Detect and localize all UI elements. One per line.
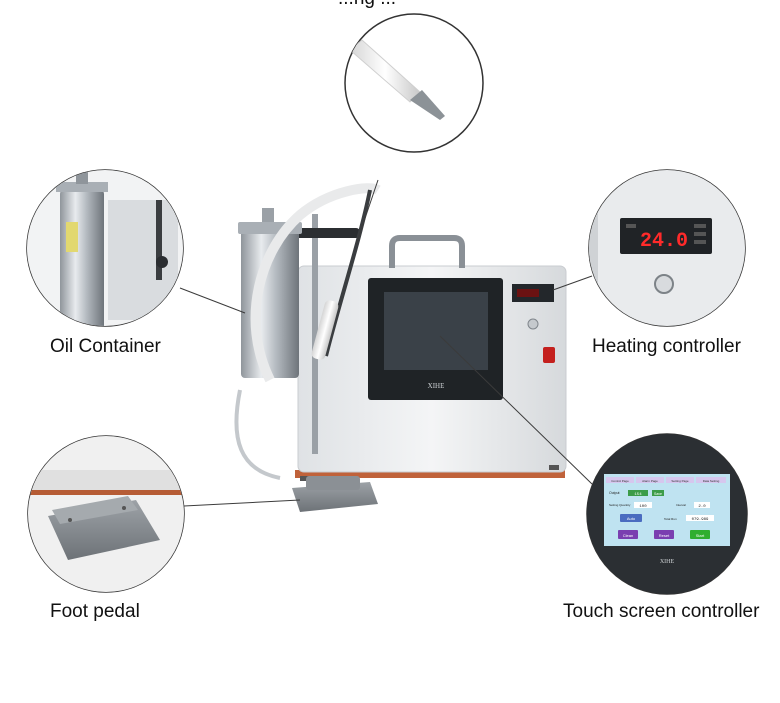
save-label: Save (654, 492, 662, 496)
carry-handle (389, 235, 465, 268)
closeup-border (344, 13, 484, 153)
spiral-hose (250, 183, 381, 383)
tab-setting-page (666, 477, 694, 483)
leader-lines (179, 179, 593, 507)
label-touch-screen-controller: Touch screen controller (563, 601, 760, 622)
machine-foot (549, 465, 559, 470)
reset-button (654, 530, 674, 539)
tab-label: Setting Page (671, 479, 689, 483)
closeup-strip (28, 490, 184, 495)
heating-controller-display (620, 218, 712, 254)
heater-led-small (517, 289, 539, 297)
label-top-partial: ...ng ... (338, 0, 396, 10)
start-label: Start (696, 533, 705, 538)
container-closeup-rod (156, 200, 162, 280)
tab-alarm-page (636, 477, 664, 483)
container-closeup-cap (76, 170, 88, 184)
clean-button (618, 530, 638, 539)
auto-button (620, 514, 642, 522)
tab-data-setting (696, 477, 726, 483)
auto-label: Auto (627, 516, 636, 521)
pedal-closeup-top (52, 496, 138, 524)
pedal-screw (68, 518, 72, 522)
reset-label: Reset (659, 533, 670, 538)
oil-container-closeup-circle (26, 169, 184, 327)
clean-label: Clean (623, 533, 633, 538)
nozzle-closeup-cable (345, 49, 351, 56)
foot-pedal-top (306, 476, 360, 490)
output-value: 154 (634, 493, 642, 497)
leader-line-touch (439, 335, 593, 485)
heating-controller-closeup-circle: 24.0 (588, 169, 746, 327)
indicator-dot (626, 224, 636, 228)
pedal-screw (122, 506, 126, 510)
tab-label: Data Setting (703, 479, 720, 483)
machine-knob (527, 318, 539, 330)
label-heating-controller: Heating controller (592, 336, 741, 357)
label-oil-container: Oil Container (50, 336, 161, 357)
main-machine: XIHE (234, 183, 567, 512)
indicator-dot (694, 232, 706, 236)
clamp-arm (290, 228, 360, 238)
total-run-label: Total Run (664, 517, 677, 521)
output-label: Output (609, 491, 620, 495)
screen-brand: XIHE (428, 382, 445, 390)
machine-screen-glass (384, 292, 488, 370)
temperature-readout: 24.0 (640, 230, 688, 253)
power-switch (543, 347, 555, 363)
leader-line-oil (179, 287, 246, 314)
container-closeup-knob (156, 256, 168, 268)
indicator-dot (694, 224, 706, 228)
tab-control-page (606, 477, 634, 483)
indicator-dot (694, 240, 706, 244)
closeup-edge (589, 176, 598, 326)
setting-quantity-value: 100 (639, 505, 647, 509)
leader-line-nozzle (355, 179, 379, 246)
interval-field (694, 502, 710, 508)
closeup-table (28, 470, 184, 492)
interval-label: Interval (676, 503, 686, 507)
output-field (628, 490, 648, 496)
heating-knob (654, 274, 674, 294)
touch-screen-closeup-circle: Control Page Alarm Page Setting Page Dat… (586, 433, 748, 595)
save-field (652, 490, 664, 496)
container-closeup-cylinder (60, 190, 104, 326)
container-closeup-lid (56, 182, 108, 192)
screen-closeup-brand: XIHE (660, 559, 675, 565)
support-pole (312, 214, 318, 454)
nozzle-closeup-tip (410, 90, 445, 120)
start-button (690, 530, 710, 539)
machine-foot (300, 476, 310, 481)
setting-quantity-field (634, 502, 652, 508)
oil-container-cap (262, 208, 274, 222)
leader-line-heating (552, 275, 593, 291)
machine-base-strip (295, 470, 565, 478)
cable (324, 189, 372, 357)
interval-value: 2.0 (698, 505, 706, 509)
total-run-field (686, 515, 714, 521)
nozzle-closeup-circle (344, 13, 484, 153)
label-foot-pedal: Foot pedal (50, 601, 140, 622)
tab-label: Alarm Page (642, 479, 658, 483)
warning-sticker (66, 222, 78, 252)
tab-label: Control Page (611, 479, 629, 483)
dispensing-nozzle (311, 300, 339, 360)
leader-line-pedal (183, 499, 301, 507)
total-run-value: 079.989 (692, 518, 709, 522)
pedal-cable (234, 389, 281, 480)
setting-quantity-label: Setting Quantity (609, 503, 631, 507)
foot-pedal-closeup-circle (27, 435, 185, 593)
